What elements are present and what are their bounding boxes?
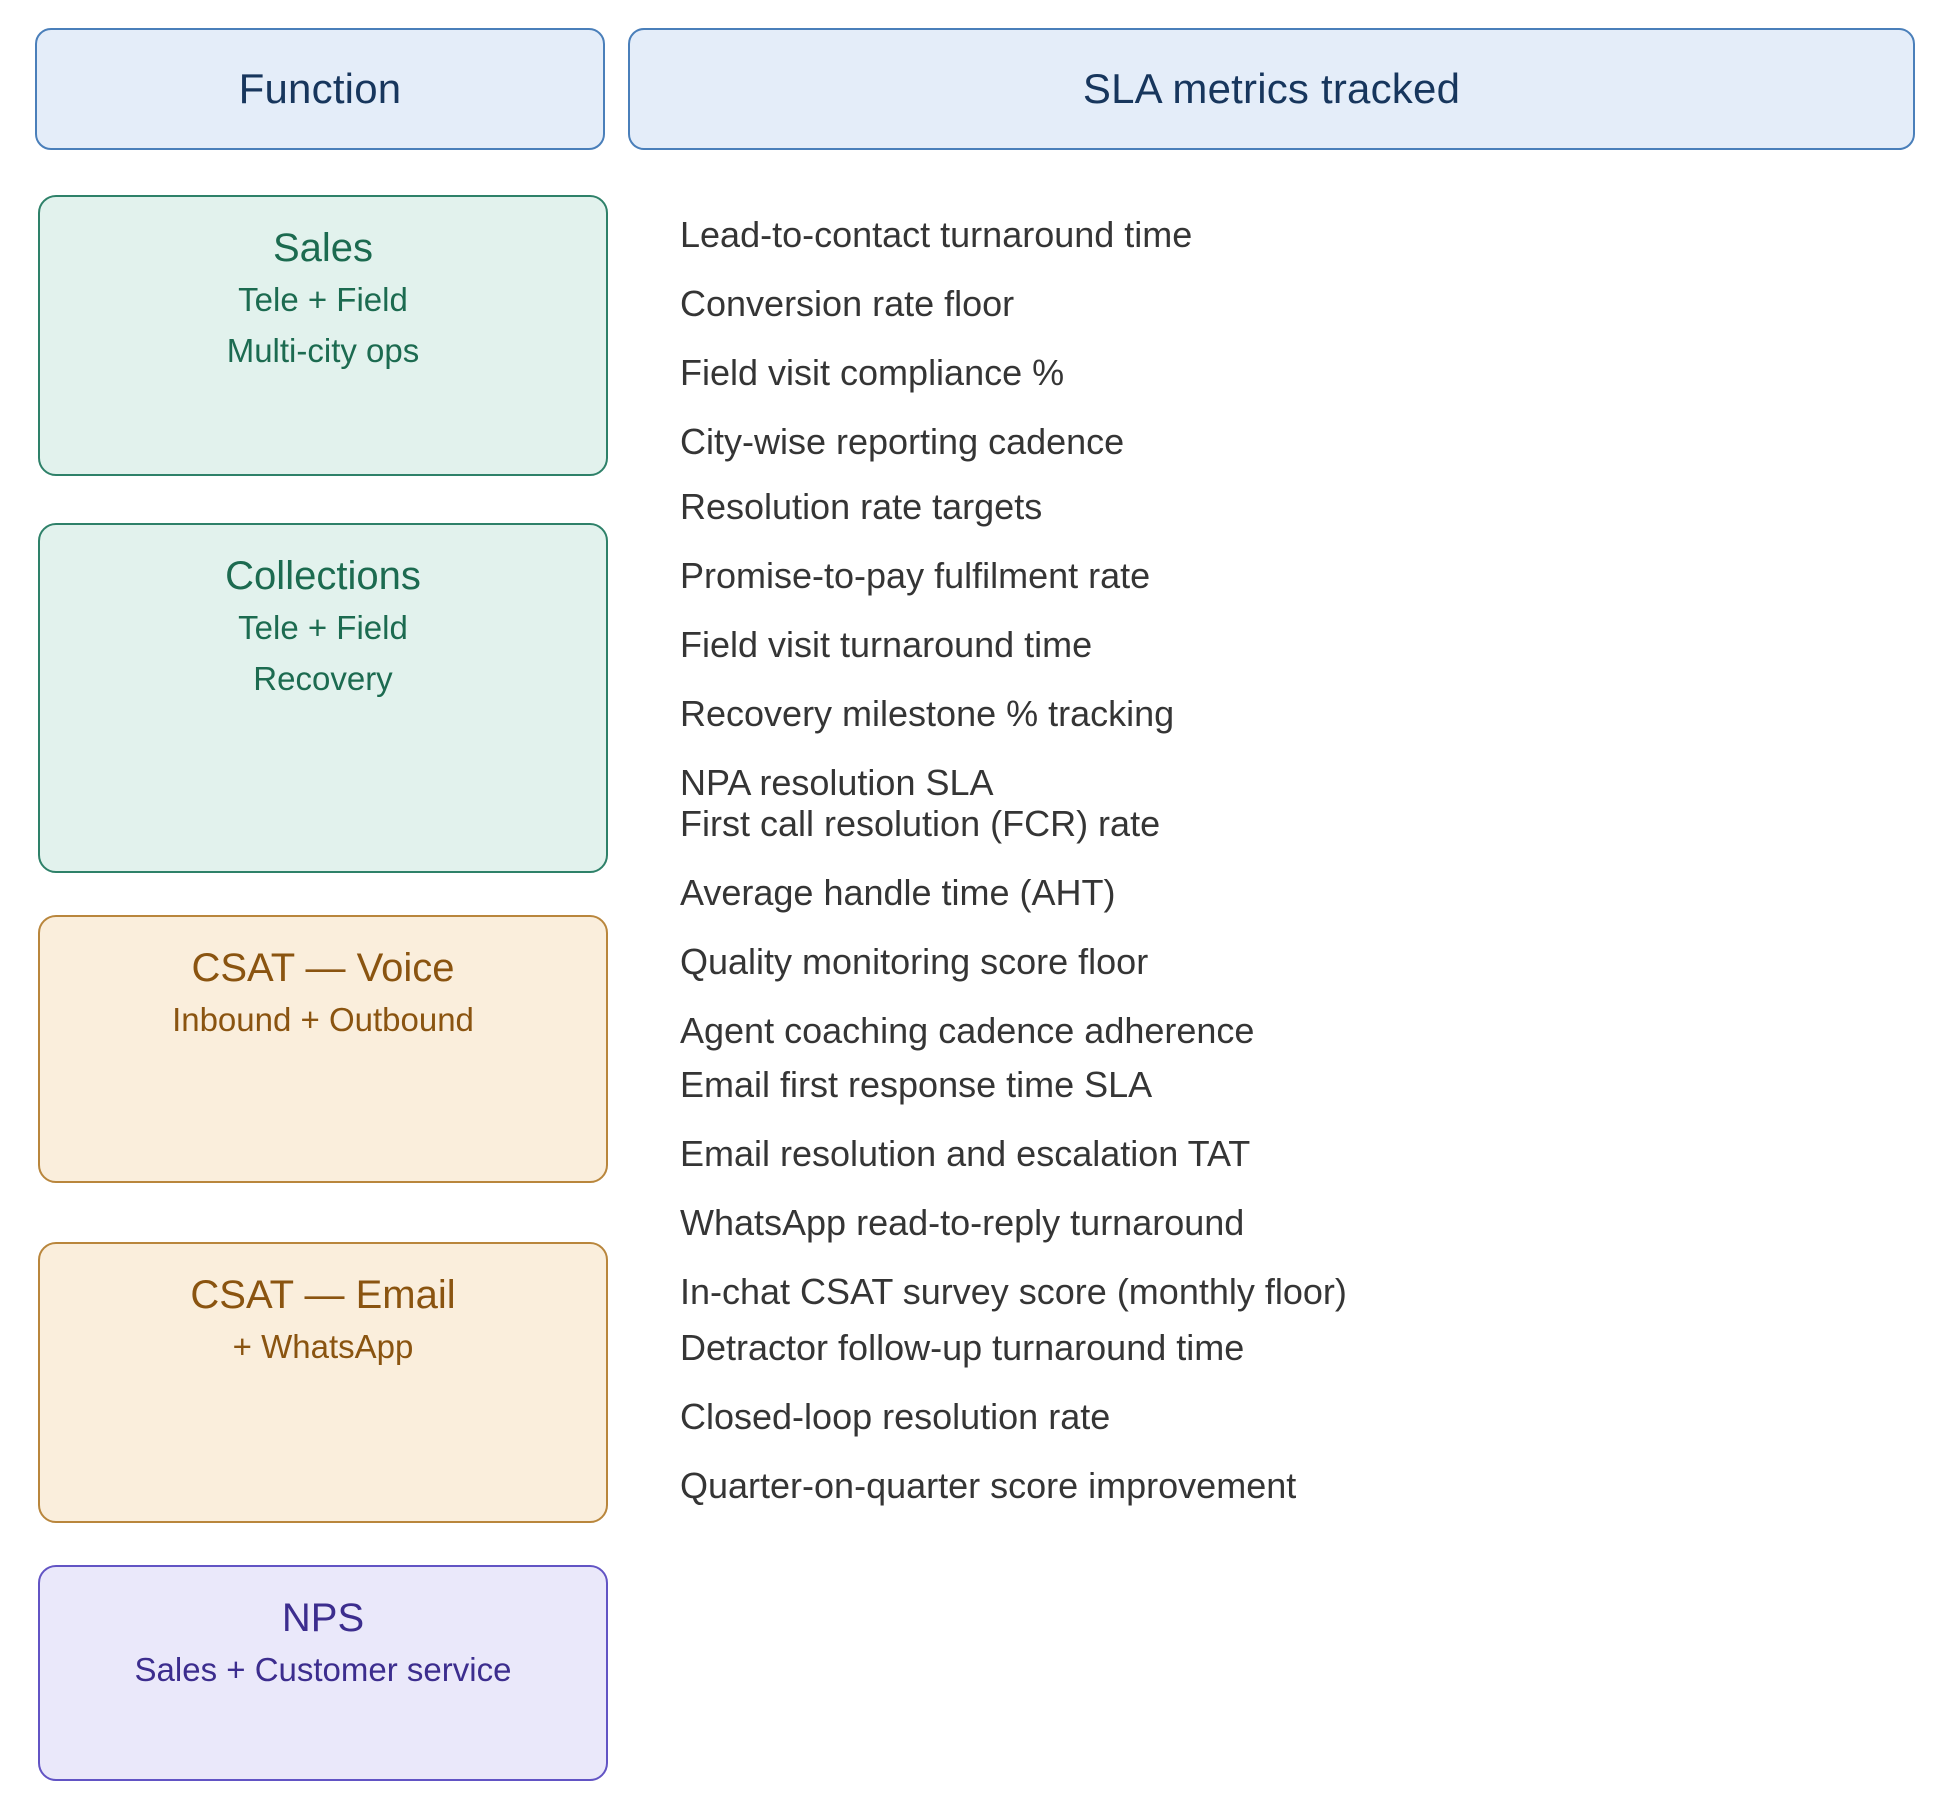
metric-item: Quarter-on-quarter score improvement xyxy=(680,1465,1297,1506)
column-header-sla-metrics: SLA metrics tracked xyxy=(628,28,1915,150)
function-title-sales: Sales xyxy=(272,226,374,270)
function-subtitle-sales-1: Tele + Field xyxy=(238,281,408,319)
metric-item: Average handle time (AHT) xyxy=(680,872,1116,913)
metric-item: Quality monitoring score floor xyxy=(680,941,1149,982)
metrics-list-nps: Detractor follow-up turnaround time Clos… xyxy=(680,1313,1910,1520)
metric-item: Field visit compliance % xyxy=(680,352,1065,393)
metric-item: Recovery milestone % tracking xyxy=(680,693,1175,734)
metrics-list-collections: Resolution rate targets Promise-to-pay f… xyxy=(680,472,1910,817)
metric-item: Promise-to-pay fulfilment rate xyxy=(680,555,1151,596)
function-subtitle-nps-1: Sales + Customer service xyxy=(134,1651,512,1689)
metric-item: Closed-loop resolution rate xyxy=(680,1396,1111,1437)
function-title-csat-voice: CSAT — Voice xyxy=(191,946,455,990)
function-title-nps: NPS xyxy=(281,1596,365,1640)
function-title-collections: Collections xyxy=(225,554,421,598)
metric-item: Resolution rate targets xyxy=(680,486,1043,527)
metric-item: Lead-to-contact turnaround time xyxy=(680,214,1193,255)
function-subtitle-csat-email-1: + WhatsApp xyxy=(232,1328,414,1366)
metric-item: NPA resolution SLA xyxy=(680,762,994,803)
function-subtitle-csat-voice-1: Inbound + Outbound xyxy=(172,1001,474,1039)
metric-item: WhatsApp read-to-reply turnaround xyxy=(680,1202,1245,1243)
column-header-function: Function xyxy=(35,28,605,150)
metric-item: Email first response time SLA xyxy=(680,1064,1153,1105)
function-card-sales: Sales Tele + Field Multi-city ops xyxy=(38,195,608,476)
metric-item: Agent coaching cadence adherence xyxy=(680,1010,1255,1051)
function-subtitle-sales-2: Multi-city ops xyxy=(226,332,420,370)
function-card-csat-voice: CSAT — Voice Inbound + Outbound xyxy=(38,915,608,1183)
function-subtitle-collections-2: Recovery xyxy=(253,660,393,698)
metrics-list-sales: Lead-to-contact turnaround time Conversi… xyxy=(680,200,1910,476)
metric-item: Conversion rate floor xyxy=(680,283,1015,324)
metric-item: First call resolution (FCR) rate xyxy=(680,803,1161,844)
metric-item: Detractor follow-up turnaround time xyxy=(680,1327,1245,1368)
function-card-collections: Collections Tele + Field Recovery xyxy=(38,523,608,873)
metrics-list-csat-voice: First call resolution (FCR) rate Average… xyxy=(680,789,1910,1065)
function-title-csat-email: CSAT — Email xyxy=(190,1273,456,1317)
metric-item: City-wise reporting cadence xyxy=(680,421,1125,462)
metrics-list-csat-email: Email first response time SLA Email reso… xyxy=(680,1050,1910,1326)
metric-item: Field visit turnaround time xyxy=(680,624,1093,665)
metric-item: Email resolution and escalation TAT xyxy=(680,1133,1251,1174)
metric-item: In-chat CSAT survey score (monthly floor… xyxy=(680,1271,1347,1312)
function-card-nps: NPS Sales + Customer service xyxy=(38,1565,608,1781)
function-subtitle-collections-1: Tele + Field xyxy=(238,609,408,647)
function-card-csat-email: CSAT — Email + WhatsApp xyxy=(38,1242,608,1523)
